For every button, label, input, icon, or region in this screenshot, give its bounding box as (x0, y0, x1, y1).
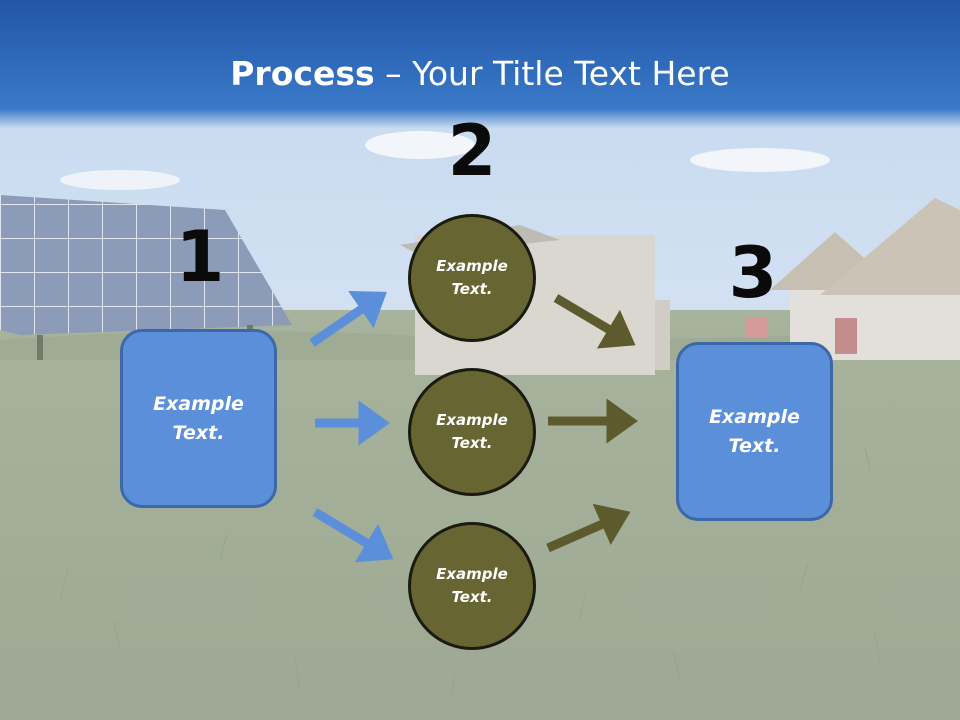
step-number-1: 1 (175, 216, 225, 298)
circle-top: Example Text. (408, 214, 536, 342)
circle-bottom: Example Text. (408, 522, 536, 650)
step-box-3: Example Text. (676, 342, 833, 521)
title-bold: Process (230, 54, 375, 93)
circle-middle-text: Example Text. (436, 411, 508, 452)
circle-middle: Example Text. (408, 368, 536, 496)
step-box-3-text: Example Text. (709, 405, 800, 457)
step-box-1-text: Example Text. (153, 392, 244, 444)
arrow-down-right-olive (553, 294, 636, 349)
title-rest: – Your Title Text Here (374, 54, 730, 93)
slide-title: Process – Your Title Text Here (0, 52, 960, 96)
step-number-3: 3 (728, 232, 778, 314)
arrow-up-right-blue (309, 291, 387, 347)
step-number-2: 2 (447, 110, 497, 192)
step-box-1: Example Text. (120, 329, 277, 508)
circle-bottom-text: Example Text. (436, 565, 508, 606)
arrow-down-right-blue (312, 508, 394, 563)
arrow-up-right-olive (546, 503, 631, 553)
circle-top-text: Example Text. (436, 257, 508, 298)
